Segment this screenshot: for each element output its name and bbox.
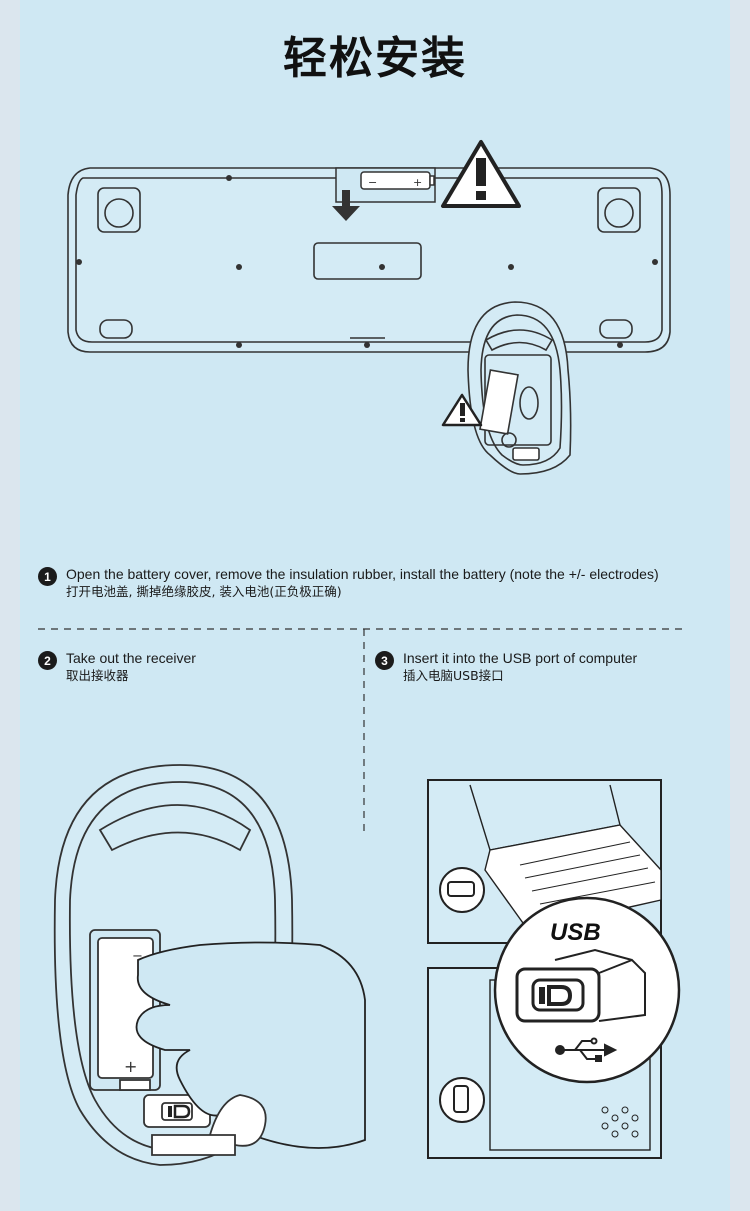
small-warning-icon [441,393,483,427]
step-3: 3 Insert it into the USB port of compute… [375,650,637,684]
divider-lines [38,628,688,832]
usb-label: USB [550,919,601,946]
step-1: 1 Open the battery cover, remove the ins… [38,566,659,600]
step-number: 3 [375,651,394,670]
step-3-chinese: 插入电脑USB接口 [403,668,504,683]
step-1-chinese: 打开电池盖, 撕掉绝缘胶皮, 装入电池(正负极正确) [66,584,342,599]
step-number: 2 [38,651,57,670]
instruction-page: 轻松安装 [20,0,730,1211]
receiver-removal-illustration: − + [53,764,366,1166]
keyboard-mouse-illustration: − + [67,140,671,475]
step-2-english: Take out the receiver [66,650,196,666]
usb-symbol-icon [555,1037,618,1062]
step-2-chinese: 取出接收器 [66,668,129,683]
usb-logo-icon [539,985,573,1006]
battery-minus-sign: − [368,176,377,189]
mouse-battery-minus: − [132,949,143,964]
down-arrow-icon [332,190,360,221]
step-2: 2 Take out the receiver 取出接收器 [38,650,196,684]
step-number: 1 [38,567,57,586]
warning-icon [441,140,521,208]
battery-plus-sign: + [413,176,422,189]
step-1-english: Open the battery cover, remove the insul… [66,566,659,582]
receiver-logo-icon [168,1104,191,1119]
usb-insertion-illustration: USB [427,779,681,1159]
mouse-battery-plus: + [124,1057,137,1076]
page-title: 轻松安装 [283,33,467,84]
step-3-english: Insert it into the USB port of computer [403,650,638,666]
